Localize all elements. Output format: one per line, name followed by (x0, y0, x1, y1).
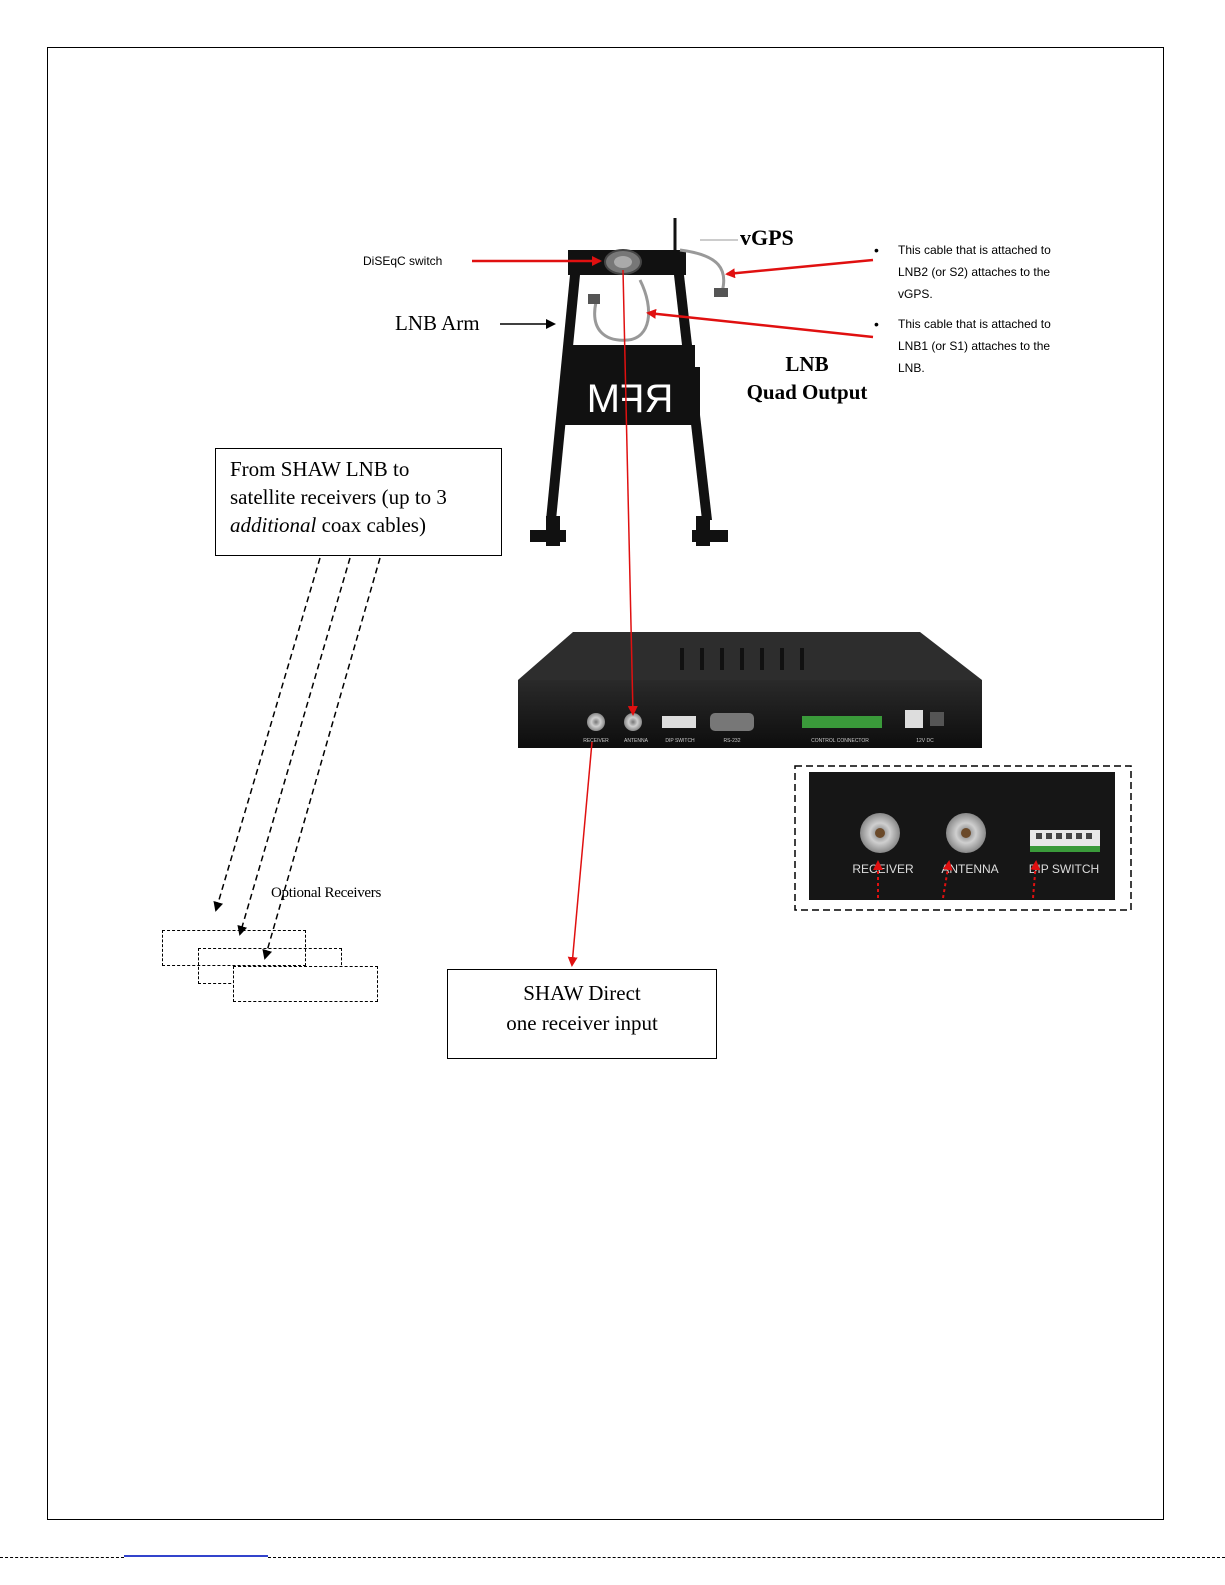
device-port-label: RS-232 (724, 738, 741, 744)
zoom-port-label-receiver: RECEIVER (852, 862, 914, 876)
vgps-label: vGPS (740, 225, 794, 250)
shaw-lnb-line3: additional coax cables) (230, 511, 487, 539)
lnb-quad-output-line2: Quad Output (746, 380, 868, 404)
device-port-label: CONTROL CONNECTOR (811, 738, 869, 744)
note-text: This cable that is attached to LNB2 (or … (898, 243, 1051, 301)
bullet-dot: • (874, 316, 879, 332)
footer-rule (268, 1557, 1225, 1558)
device-port-label: 12V DC (916, 738, 934, 744)
device-port-label: ANTENNA (624, 738, 649, 744)
bullet-dot: • (874, 242, 879, 258)
optional-receiver-box (233, 966, 378, 1002)
lnb-quad-output-label: LNB Quad Output (742, 350, 872, 406)
diseqc-switch-label: DiSEqC switch (363, 254, 443, 268)
rfm-logo: RFM (587, 377, 674, 421)
shaw-direct-line1: SHAW Direct (523, 981, 641, 1005)
lnb-bracket: RFM (530, 218, 738, 546)
lnb-quad-output-line1: LNB (785, 352, 829, 376)
device-port-label: DIP SWITCH (665, 738, 695, 744)
note-vgps-cable: • This cable that is attached to LNB2 (o… (874, 239, 1058, 305)
arrow-lnb-to-antenna (622, 269, 638, 716)
shaw-lnb-box: From SHAW LNB to satellite receivers (up… (215, 448, 502, 556)
connection-arrows (472, 256, 874, 339)
note-lnb-cable: • This cable that is attached to LNB1 (o… (874, 313, 1058, 379)
zoom-port-label-antenna: ANTENNA (941, 862, 998, 876)
lnb-arm-label: LNB Arm (395, 311, 480, 335)
note-text: This cable that is attached to LNB1 (or … (898, 317, 1051, 375)
zoom-inset: RECEIVER ANTENNA DIP SWITCH (809, 772, 1115, 900)
device-port-label: RECEIVER (583, 738, 609, 744)
shaw-direct-line2: one receiver input (506, 1011, 658, 1035)
zoom-inset-border (794, 765, 1132, 911)
footer-rule (0, 1557, 124, 1558)
footer-link[interactable] (124, 1555, 268, 1557)
optional-receiver-arrows (213, 557, 381, 960)
shaw-direct-box: SHAW Direct one receiver input (447, 969, 717, 1059)
arrow-vgps-cable (725, 258, 874, 279)
zoom-port-label-dip-switch: DIP SWITCH (1029, 862, 1099, 876)
arrow-receiver-to-shaw (567, 741, 593, 967)
shaw-lnb-line3-rest: coax cables) (316, 513, 426, 537)
shaw-lnb-line2: satellite receivers (up to 3 (230, 485, 447, 509)
shaw-lnb-italic: additional (230, 513, 317, 537)
receiver-device: RECEIVER ANTENNA DIP SWITCH RS-232 CONTR… (518, 632, 982, 748)
optional-receivers-label: Optional Receivers (271, 885, 381, 901)
page-border (47, 47, 1164, 1520)
arrow-lnb-cable (646, 308, 874, 339)
shaw-lnb-line1: From SHAW LNB to (230, 457, 410, 481)
